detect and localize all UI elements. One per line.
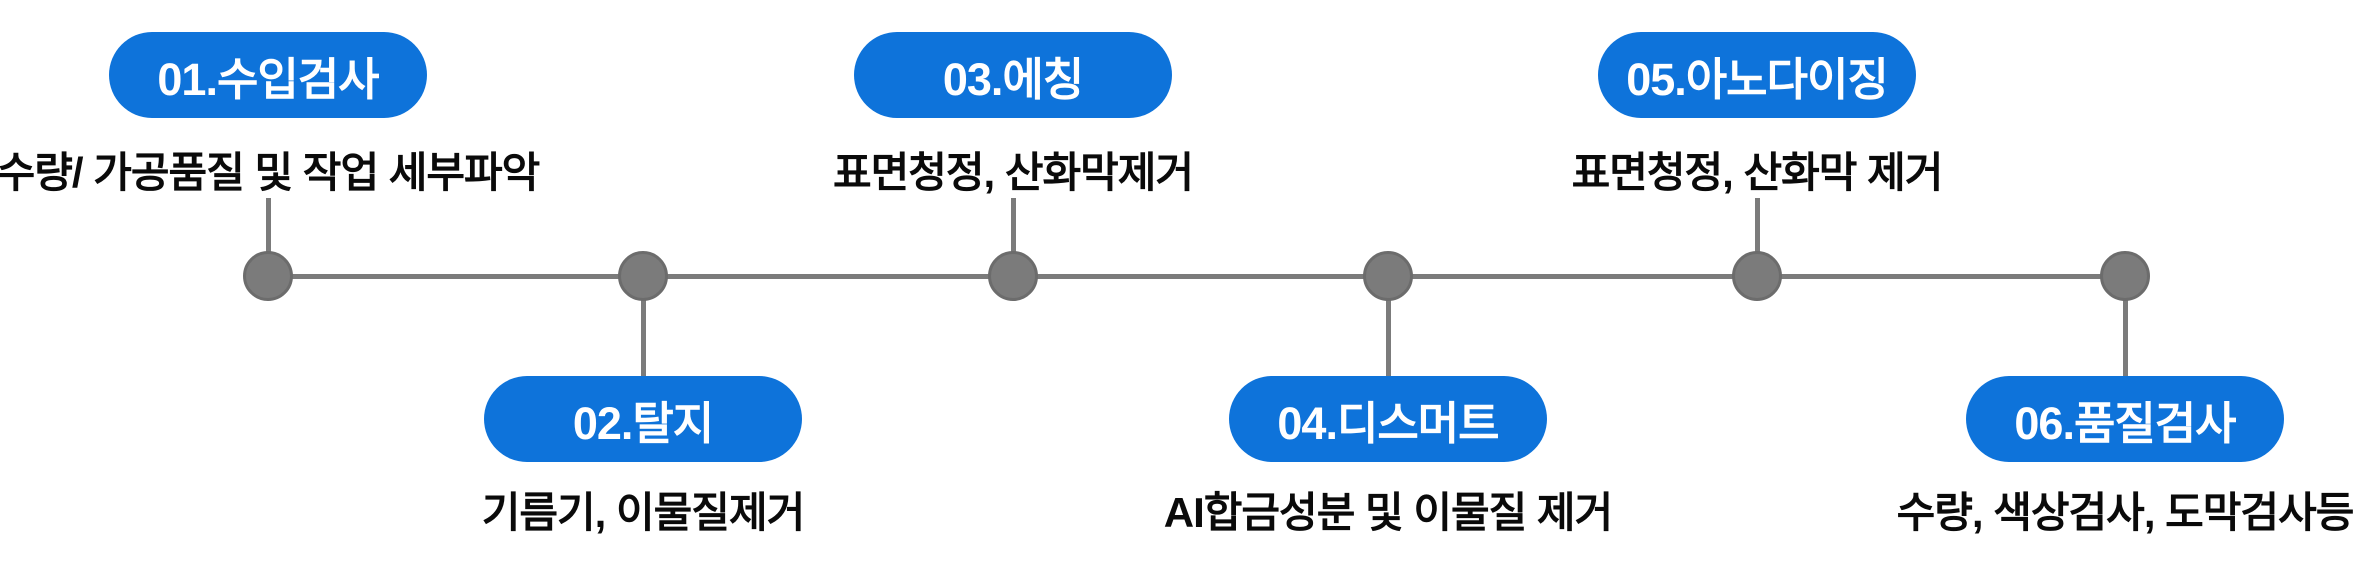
process-step-3: 03.에칭 표면청정, 산화막제거 xyxy=(683,32,1343,301)
process-step-4: 04.디스머트 AI합금성분 및 이물질 제거 xyxy=(1058,251,1718,538)
connector-line xyxy=(1010,198,1016,276)
timeline-dot xyxy=(618,251,668,301)
process-step-1: 01.수입검사 수량/ 가공품질 및 작업 세부파악 xyxy=(0,32,598,301)
step-description: AI합금성분 및 이물질 제거 xyxy=(1163,489,1613,536)
connector-line xyxy=(1754,198,1760,276)
step-label: 06.품질검사 xyxy=(2014,397,2236,449)
step-label: 03.에칭 xyxy=(942,53,1084,105)
step-description: 수량, 색상검사, 도막검사등 xyxy=(1896,489,2355,536)
process-step-5: 05.아노다이징 표면청정, 산화막 제거 xyxy=(1427,32,2087,301)
timeline-dot xyxy=(243,251,293,301)
step-label: 04.디스머트 xyxy=(1277,397,1499,449)
step-description: 표면청정, 산화막 제거 xyxy=(1571,149,1944,196)
connector-line xyxy=(265,198,271,276)
step-label: 02.탈지 xyxy=(572,397,714,449)
step-badge: 06.품질검사 xyxy=(1966,376,2284,462)
step-description: 표면청정, 산화막제거 xyxy=(832,149,1194,196)
timeline-dot xyxy=(1363,251,1413,301)
step-description: 수량/ 가공품질 및 작업 세부파악 xyxy=(0,149,540,196)
timeline-dot xyxy=(1732,251,1782,301)
timeline-dot xyxy=(2100,251,2150,301)
step-badge: 03.에칭 xyxy=(854,32,1172,118)
timeline-line xyxy=(268,274,2132,279)
process-step-2: 02.탈지 기름기, 이물질제거 xyxy=(313,251,973,538)
process-step-6: 06.품질검사 수량, 색상검사, 도막검사등 xyxy=(1795,251,2366,538)
step-label: 05.아노다이징 xyxy=(1626,53,1889,105)
connector-line xyxy=(640,276,646,376)
connector-line xyxy=(1385,276,1391,376)
step-badge: 04.디스머트 xyxy=(1229,376,1547,462)
step-description: 기름기, 이물질제거 xyxy=(481,489,805,536)
step-badge: 05.아노다이징 xyxy=(1598,32,1916,118)
connector-line xyxy=(2122,276,2128,376)
step-label: 01.수입검사 xyxy=(157,53,379,105)
step-badge: 02.탈지 xyxy=(484,376,802,462)
step-badge: 01.수입검사 xyxy=(109,32,427,118)
timeline-dot xyxy=(988,251,1038,301)
